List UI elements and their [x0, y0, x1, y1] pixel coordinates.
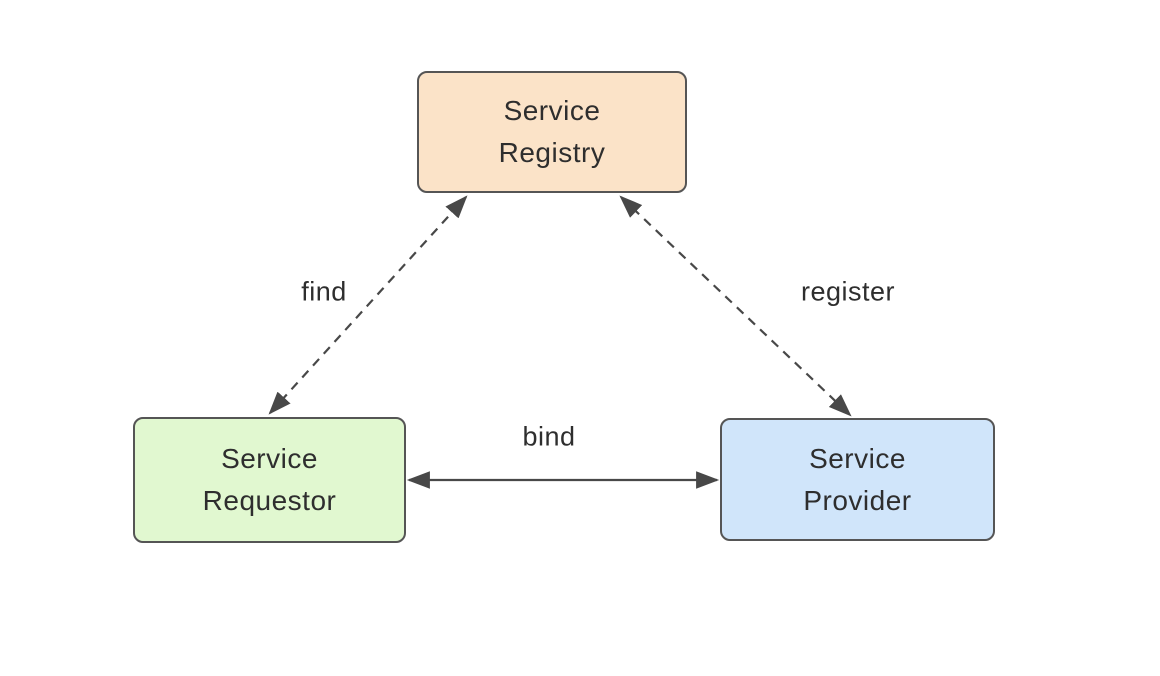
edge-label-bind: bind — [522, 421, 576, 452]
edge-label-find: find — [301, 276, 347, 307]
node-label-line: Requestor — [202, 485, 337, 516]
node-service-registry: Service Registry — [417, 71, 687, 193]
node-service-requestor: Service Requestor — [133, 417, 406, 543]
node-label-line: Service — [221, 443, 318, 474]
node-label-line: Registry — [498, 137, 606, 168]
node-label-line: Service — [503, 95, 601, 126]
edge-find-arrow — [268, 195, 468, 415]
edge-register-arrow — [619, 195, 852, 417]
edge-label-register: register — [800, 276, 896, 307]
node-service-provider: Service Provider — [720, 418, 995, 541]
node-label-line: Provider — [803, 484, 912, 516]
node-label-line: Service — [809, 442, 906, 474]
